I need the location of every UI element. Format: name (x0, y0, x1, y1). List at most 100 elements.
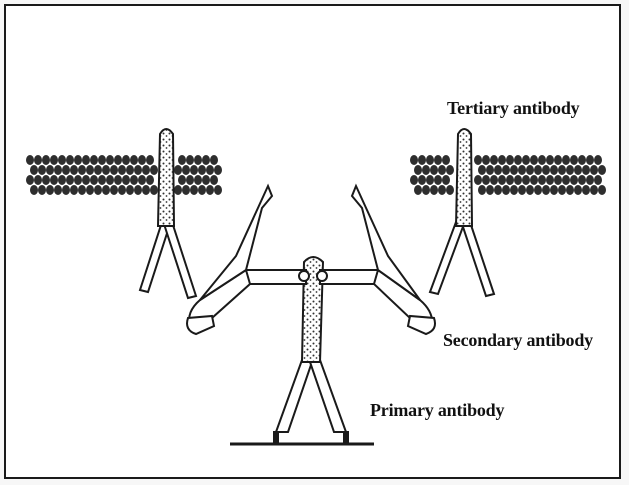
membrane-bead (446, 185, 454, 195)
membrane-bead (442, 175, 450, 185)
membrane-bead (422, 165, 430, 175)
membrane-bead (514, 175, 522, 185)
membrane-bead (182, 185, 190, 195)
membrane-bead (126, 185, 134, 195)
membrane-bead (558, 185, 566, 195)
membrane-bead (554, 175, 562, 185)
membrane-bead (102, 165, 110, 175)
membrane-bead (574, 185, 582, 195)
membrane-bead (58, 155, 66, 165)
membrane-bead (114, 175, 122, 185)
membrane-bead (54, 185, 62, 195)
membrane-bead (50, 175, 58, 185)
membrane-bead (418, 175, 426, 185)
membrane-bead (426, 175, 434, 185)
membrane-bead (30, 165, 38, 175)
membrane-bead (82, 175, 90, 185)
membrane-bead (210, 155, 218, 165)
membrane-bead (430, 185, 438, 195)
membrane-bead (518, 165, 526, 175)
membrane-bead (50, 155, 58, 165)
membrane-bead (438, 165, 446, 175)
membrane-bead (178, 155, 186, 165)
membrane-bead (482, 175, 490, 185)
membrane-bead (562, 175, 570, 185)
membrane-bead (486, 165, 494, 175)
membrane-bead (202, 175, 210, 185)
membrane-bead (410, 155, 418, 165)
membrane-bead (566, 185, 574, 195)
membrane-bead (438, 185, 446, 195)
membrane-bead (114, 155, 122, 165)
membrane-right (410, 155, 606, 195)
membrane-bead (426, 155, 434, 165)
membrane-bead (414, 185, 422, 195)
membrane-bead (206, 165, 214, 175)
membrane-bead (534, 185, 542, 195)
membrane-bead (198, 185, 206, 195)
membrane-bead (494, 185, 502, 195)
membrane-bead (594, 175, 602, 185)
membrane-bead (482, 155, 490, 165)
membrane-bead (66, 155, 74, 165)
membrane-bead (490, 175, 498, 185)
membrane-bead (190, 185, 198, 195)
membrane-bead (74, 155, 82, 165)
membrane-bead (414, 165, 422, 175)
membrane-bead (486, 185, 494, 195)
membrane-bead (434, 175, 442, 185)
membrane-bead (150, 185, 158, 195)
membrane-bead (110, 185, 118, 195)
membrane-bead (118, 185, 126, 195)
membrane-bead (546, 155, 554, 165)
membrane-bead (498, 155, 506, 165)
membrane-bead (26, 175, 34, 185)
membrane-bead (194, 155, 202, 165)
membrane-bead (562, 155, 570, 165)
membrane-bead (146, 155, 154, 165)
membrane-bead (54, 165, 62, 175)
membrane-bead (530, 175, 538, 185)
tertiary-antibody-label: Tertiary antibody (447, 98, 579, 119)
membrane-bead (582, 165, 590, 175)
membrane-bead (590, 185, 598, 195)
membrane-bead (126, 165, 134, 175)
tertiary-antibody-left (140, 129, 196, 298)
membrane-bead (506, 175, 514, 185)
membrane-bead (186, 155, 194, 165)
membrane-bead (506, 155, 514, 165)
membrane-bead (42, 175, 50, 185)
membrane-bead (530, 155, 538, 165)
membrane-bead (526, 185, 534, 195)
membrane-bead (122, 155, 130, 165)
membrane-bead (98, 175, 106, 185)
membrane-bead (134, 185, 142, 195)
membrane-bead (118, 165, 126, 175)
membrane-bead (538, 155, 546, 165)
membrane-bead (106, 175, 114, 185)
membrane-bead (70, 185, 78, 195)
membrane-bead (78, 185, 86, 195)
membrane-bead (198, 165, 206, 175)
membrane-bead (194, 175, 202, 185)
membrane-bead (550, 185, 558, 195)
membrane-bead (178, 175, 186, 185)
membrane-bead (446, 165, 454, 175)
membrane-bead (90, 155, 98, 165)
membrane-bead (106, 155, 114, 165)
membrane-bead (518, 185, 526, 195)
membrane-bead (554, 155, 562, 165)
membrane-bead (34, 175, 42, 185)
membrane-bead (598, 165, 606, 175)
membrane-bead (122, 175, 130, 185)
membrane-bead (90, 175, 98, 185)
membrane-bead (422, 185, 430, 195)
membrane-bead (110, 165, 118, 175)
membrane-bead (86, 165, 94, 175)
membrane-bead (130, 155, 138, 165)
membrane-bead (570, 175, 578, 185)
membrane-bead (62, 165, 70, 175)
membrane-bead (30, 185, 38, 195)
membrane-bead (598, 185, 606, 195)
